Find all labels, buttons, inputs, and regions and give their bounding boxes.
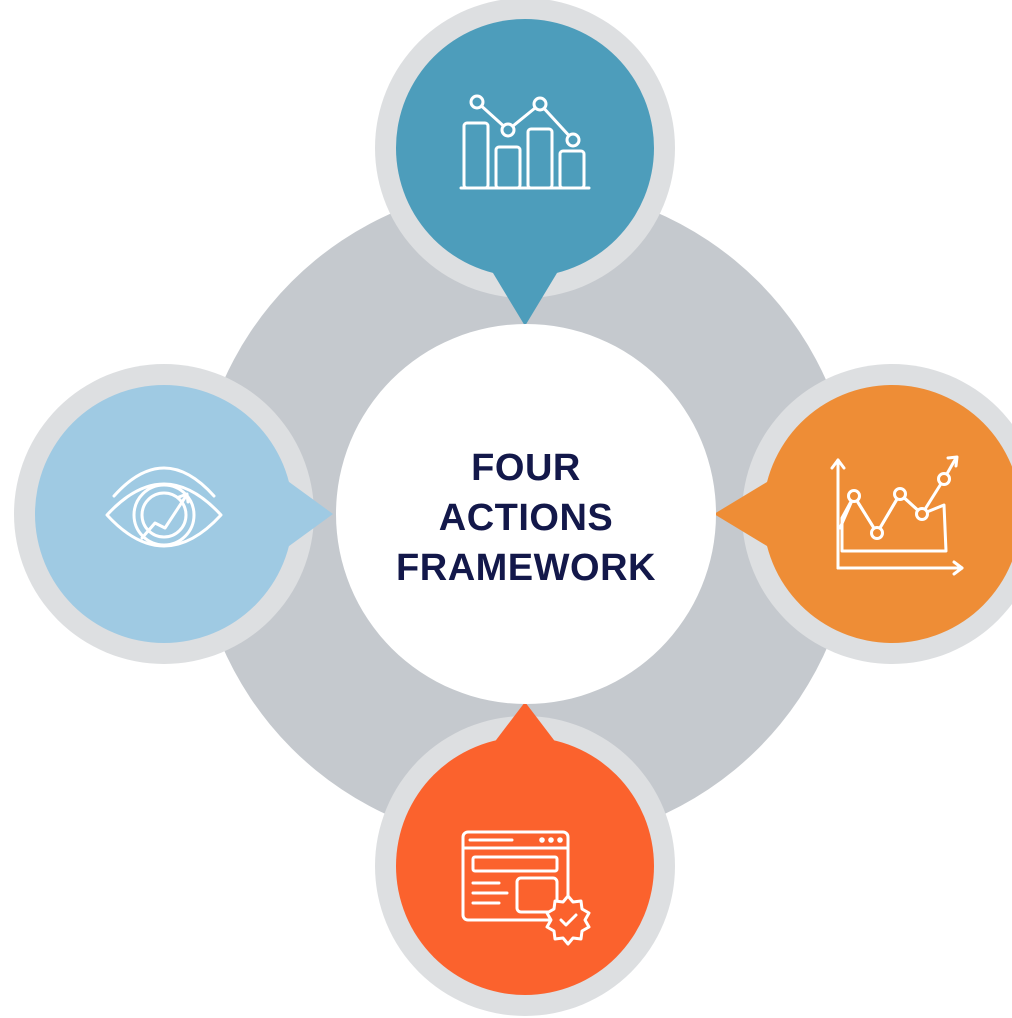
node-right-pointer [714, 479, 772, 549]
title-line-1: FOUR [471, 447, 581, 489]
eye-vision-icon [105, 466, 223, 548]
node-top [375, 0, 675, 326]
title-line-2: ACTIONS [438, 497, 614, 539]
node-right [714, 364, 1012, 664]
bar-line-chart-icon [459, 94, 591, 190]
framework-title: FOUR ACTIONS FRAMEWORK [336, 443, 716, 593]
node-left-pointer [285, 479, 333, 549]
node-bottom-pointer [490, 702, 560, 748]
title-line-3: FRAMEWORK [396, 547, 656, 589]
node-bottom [375, 702, 675, 1016]
growth-chart-icon [830, 455, 964, 576]
browser-verified-icon [461, 830, 591, 946]
center-circle [336, 324, 716, 704]
node-left [14, 364, 333, 664]
node-top-pointer [490, 268, 560, 326]
